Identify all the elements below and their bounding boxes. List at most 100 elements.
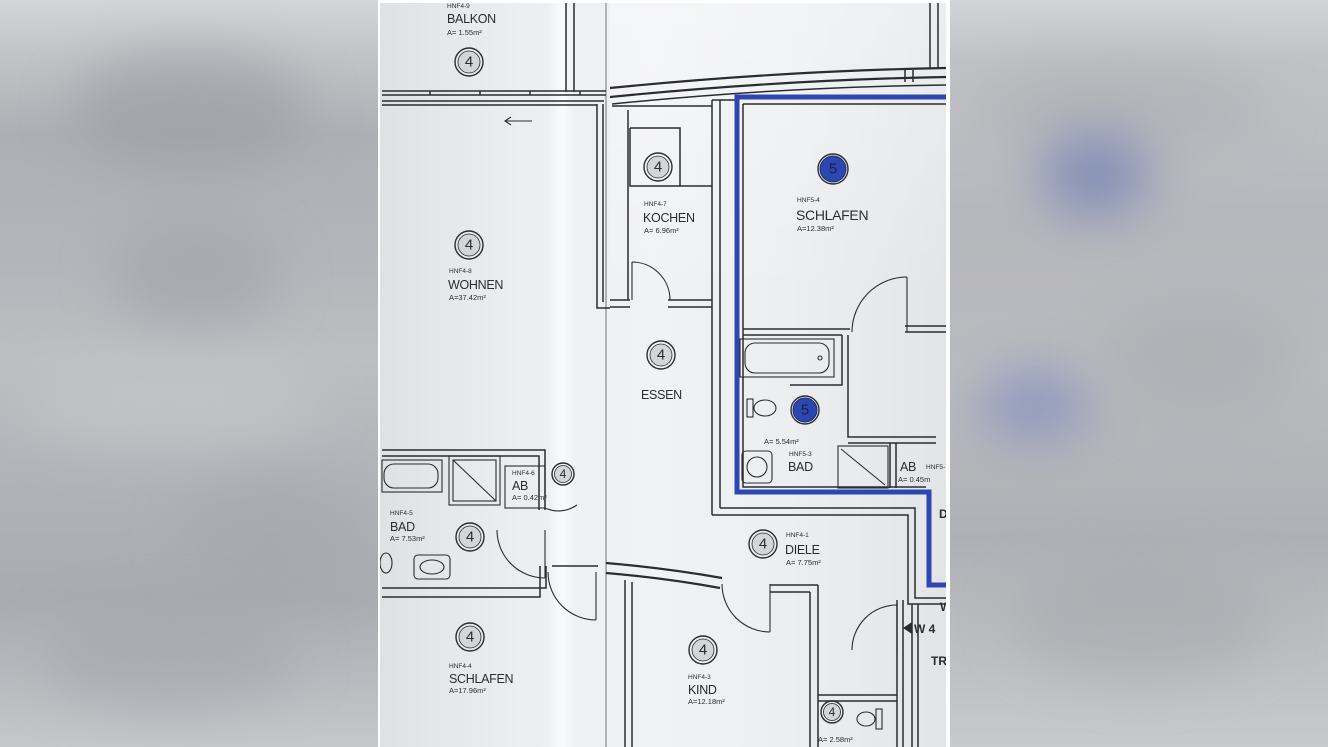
blurred-background-patch bbox=[110, 220, 280, 330]
edge-label-w: W bbox=[940, 600, 946, 614]
room-area: A= 7.53m² bbox=[390, 534, 425, 543]
room-code: HNF4-1 bbox=[786, 532, 809, 539]
storage-closet bbox=[504, 465, 546, 509]
unit-badge-fill bbox=[819, 155, 847, 183]
room-area: A=12.18m² bbox=[688, 697, 725, 706]
room-code: HNF4-4 bbox=[449, 663, 472, 670]
stair-label: TR bbox=[931, 654, 946, 668]
toilet-tank bbox=[875, 708, 883, 730]
wall bbox=[612, 105, 712, 300]
unit-badge-ring bbox=[455, 522, 485, 552]
unit-number: 4 bbox=[699, 642, 707, 659]
room-area: A=12.38m² bbox=[797, 224, 834, 233]
kitchen-cabinet bbox=[629, 127, 712, 187]
door-swing bbox=[851, 276, 908, 333]
room-name: BALKON bbox=[447, 12, 496, 26]
wall bbox=[742, 103, 946, 488]
wall bbox=[611, 3, 946, 105]
curved-outer-wall bbox=[609, 66, 946, 99]
unit-5-boundary bbox=[734, 94, 946, 588]
room-name: SCHLAFEN bbox=[796, 207, 868, 223]
paper-fold-glare bbox=[548, 3, 576, 747]
room-name: ESSEN bbox=[641, 388, 682, 402]
unit-badge-ring bbox=[790, 395, 820, 425]
unit-number: 4 bbox=[466, 629, 474, 646]
sink bbox=[741, 450, 773, 484]
toilet-tank bbox=[746, 398, 754, 418]
bathtub-basin bbox=[744, 342, 830, 374]
unit-badge-ring bbox=[820, 700, 844, 724]
room-code: HNF4-3 bbox=[688, 674, 711, 681]
room-area: A= 6.96m² bbox=[644, 226, 679, 235]
stair-arrow-icon bbox=[903, 622, 912, 634]
blurred-background-patch bbox=[1040, 135, 1150, 215]
unit-number: 4 bbox=[657, 347, 665, 364]
blurred-background-patch bbox=[180, 480, 360, 590]
unit-number-badge: 5 bbox=[790, 395, 820, 425]
wall bbox=[711, 99, 736, 515]
wall bbox=[818, 600, 919, 747]
shower-tray bbox=[837, 445, 889, 489]
sink-basin bbox=[746, 456, 768, 478]
unit-badge-ring bbox=[748, 529, 778, 559]
door-swing bbox=[496, 529, 546, 579]
wall bbox=[565, 3, 575, 92]
room-area: A= 0.42m² bbox=[512, 493, 547, 502]
room-area: A= 0.45m bbox=[898, 475, 930, 484]
room-name: WOHNEN bbox=[448, 278, 503, 292]
unit-badge-ring bbox=[817, 153, 849, 185]
unit-badge-fill bbox=[751, 532, 775, 556]
unit-number: 4 bbox=[829, 705, 836, 719]
room-name: AB bbox=[900, 460, 916, 474]
unit-number: 4 bbox=[466, 529, 474, 546]
room-code: HNF5-4 bbox=[797, 197, 820, 204]
toilet-bowl bbox=[753, 399, 777, 417]
door-swing bbox=[547, 571, 597, 621]
unit-number-badge: 4 bbox=[688, 635, 718, 665]
unit-badge-ring bbox=[455, 622, 485, 652]
unit-badge-fill bbox=[823, 703, 841, 721]
unit-badge-fill bbox=[457, 50, 481, 74]
shower-tray-diagonal bbox=[840, 448, 886, 486]
wall bbox=[610, 299, 712, 308]
sink-basin bbox=[419, 559, 445, 575]
unit-number: 5 bbox=[801, 402, 809, 419]
blurred-background-right bbox=[950, 0, 1328, 747]
edge-label-d: D bbox=[939, 507, 946, 521]
unit-number-badge: 4 bbox=[820, 700, 844, 724]
room-area: A=17.96m² bbox=[449, 686, 486, 695]
sink bbox=[413, 554, 451, 580]
room-code: HNF5- bbox=[926, 464, 945, 471]
shower-tray bbox=[448, 455, 501, 506]
unit-badge-fill bbox=[691, 638, 715, 662]
blurred-background-patch bbox=[70, 50, 310, 170]
door-swing bbox=[631, 261, 671, 301]
floor-plan-photo: HNF4-9 BALKON A= 1.55m² 4 4 HNF4-8 WOHNE… bbox=[380, 3, 946, 747]
unit-number-badge: 4 bbox=[455, 522, 485, 552]
room-code: HNF4-5 bbox=[390, 510, 413, 517]
wall bbox=[382, 565, 598, 598]
wall bbox=[743, 325, 946, 336]
room-name: BAD bbox=[788, 460, 813, 474]
blurred-background-patch bbox=[980, 370, 1090, 440]
balcony-railing bbox=[382, 90, 606, 106]
door-swing bbox=[721, 583, 771, 633]
room-code: HNF5-3 bbox=[789, 451, 812, 458]
shower-tray-inner bbox=[452, 459, 497, 502]
room-area: A=37.42m² bbox=[449, 293, 486, 302]
room-area: A= 1.55m² bbox=[447, 28, 482, 37]
toilet-bowl bbox=[856, 711, 876, 727]
room-name: AB bbox=[512, 479, 528, 493]
unit-number-badge: 4 bbox=[646, 340, 676, 370]
room-code: HNF4-8 bbox=[449, 268, 472, 275]
arrow-icon bbox=[504, 116, 532, 126]
fixtures bbox=[380, 116, 889, 730]
blurred-background-left bbox=[0, 0, 378, 747]
room-name: KIND bbox=[688, 683, 717, 697]
paper-glare bbox=[610, 3, 946, 303]
bathtub-basin bbox=[383, 463, 439, 489]
unit-badge-ring bbox=[454, 230, 484, 260]
stair-reference: W 4 bbox=[914, 622, 936, 636]
unit-number: 4 bbox=[465, 54, 473, 71]
unit-number-badge: 4 bbox=[454, 47, 484, 77]
